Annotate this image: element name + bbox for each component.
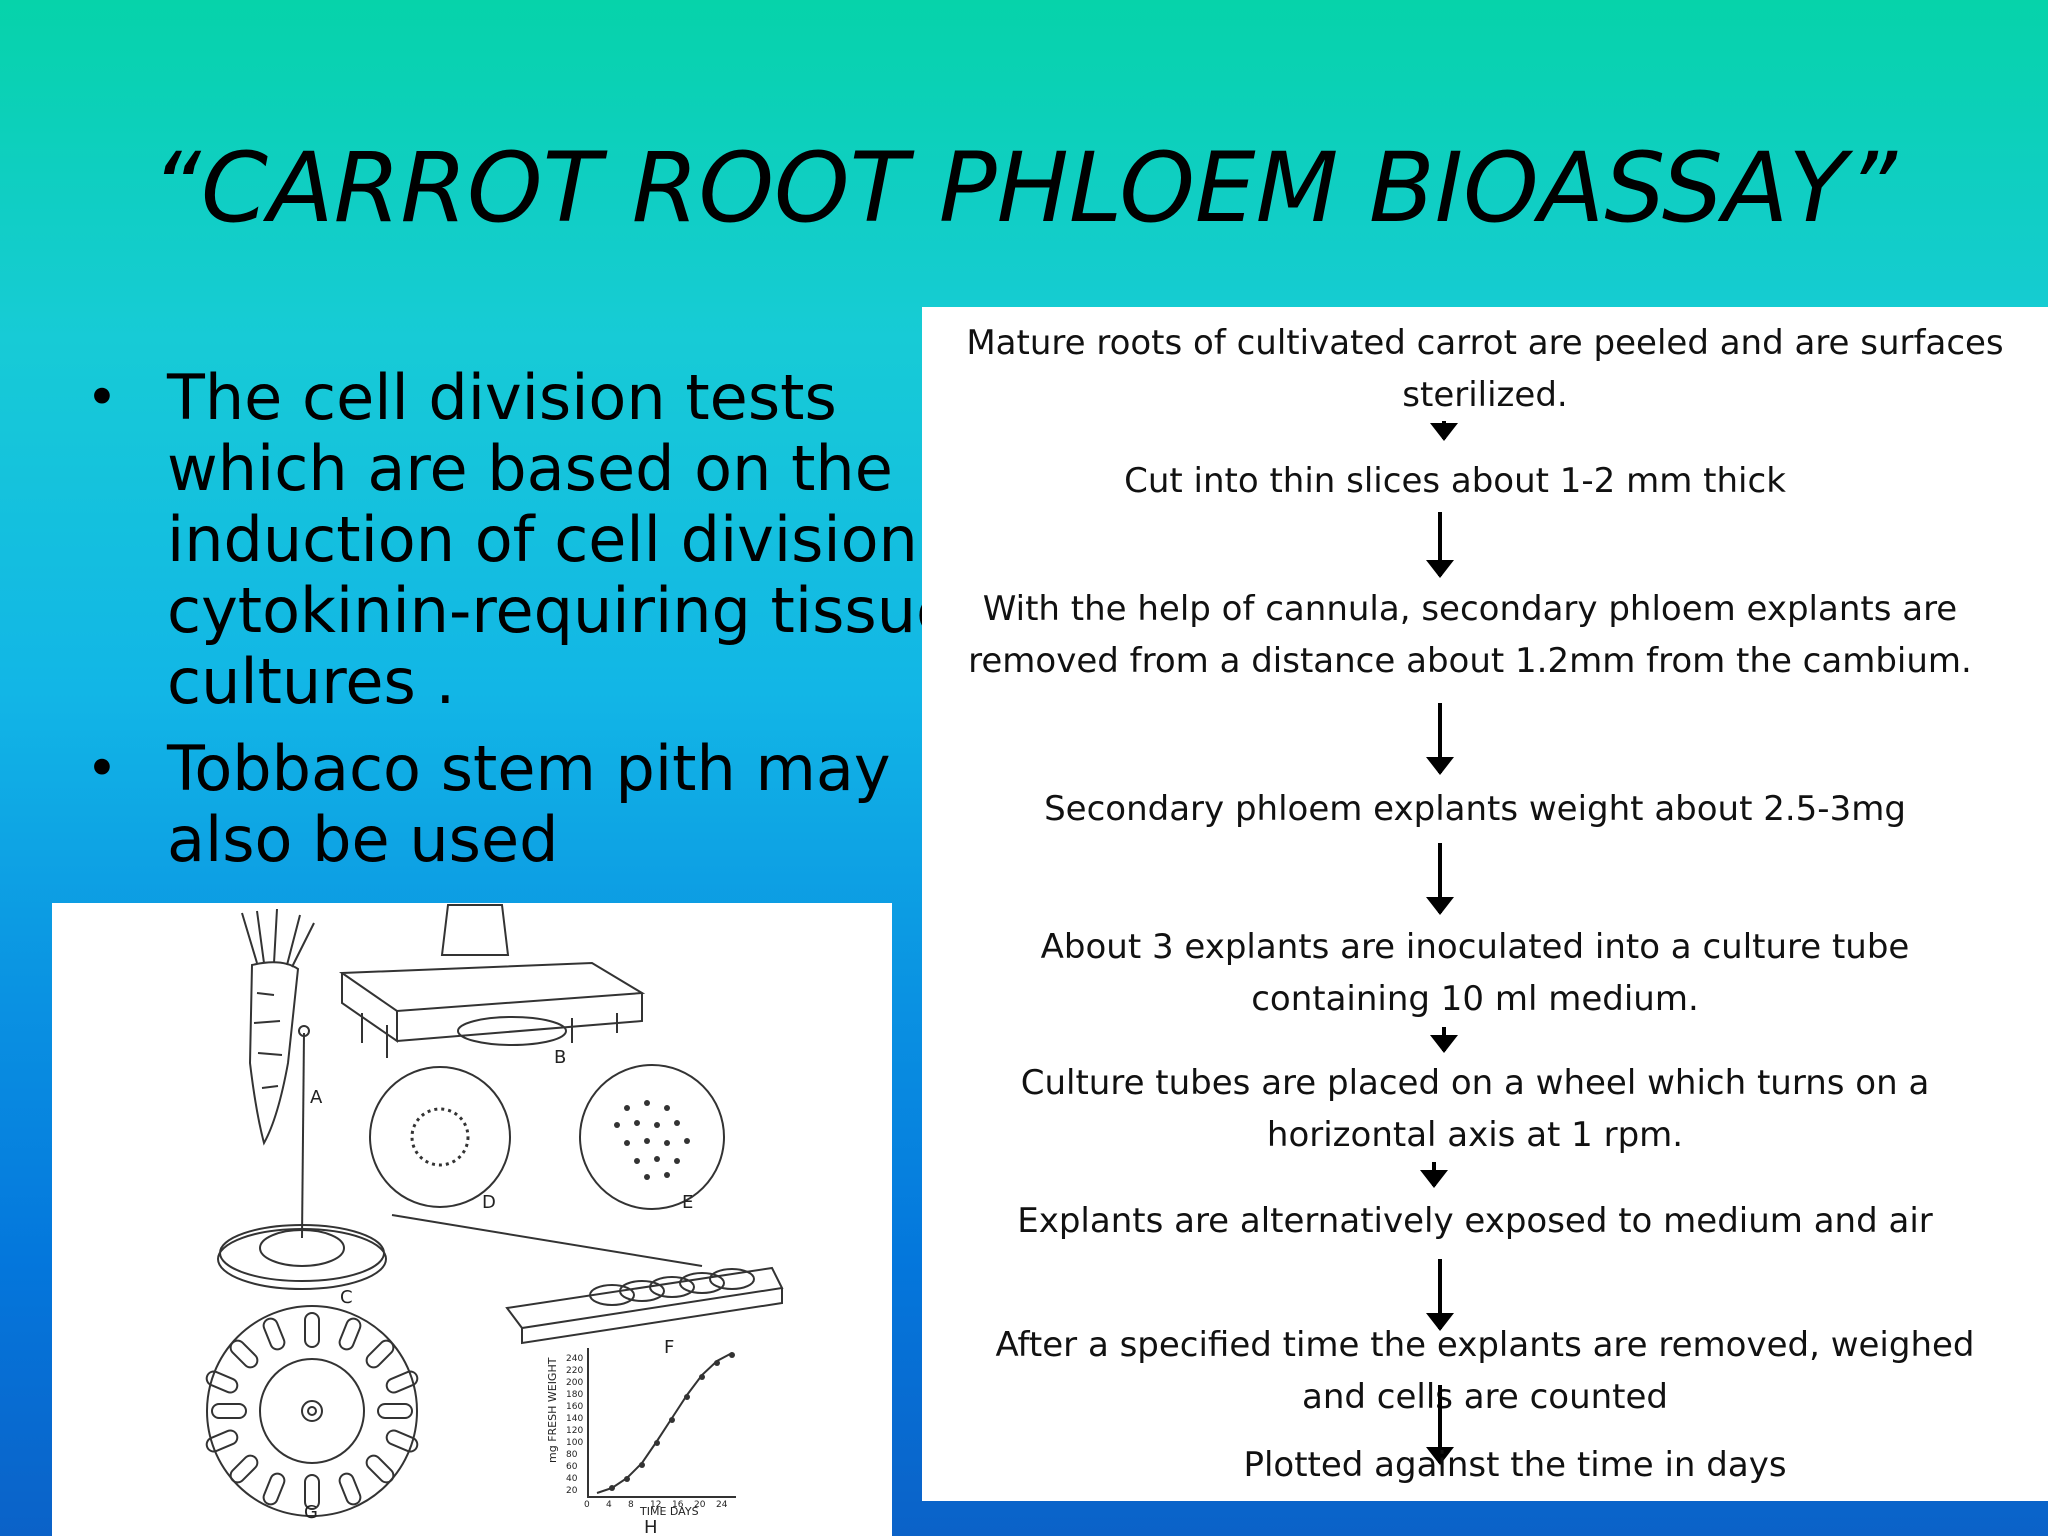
- tube-rack: [505, 1266, 784, 1330]
- graph-y-tick: 60: [566, 1462, 578, 1472]
- graph-x-tick: 4: [606, 1500, 612, 1510]
- label-a: A: [310, 1087, 323, 1108]
- graph-x-tick: 8: [628, 1500, 634, 1510]
- bullet-dot-icon: •: [86, 737, 118, 800]
- wheel-tubes: [205, 1312, 419, 1510]
- graph-y-tick: 140: [566, 1414, 583, 1424]
- graph-y-tick: 100: [566, 1438, 583, 1448]
- label-c: C: [340, 1287, 353, 1308]
- growth-points: [609, 1352, 735, 1491]
- graph-y-tick: 240: [566, 1354, 583, 1364]
- graph-x-tick: 0: [584, 1500, 590, 1510]
- down-arrow-icon: [1426, 512, 1454, 578]
- slicer-top: [338, 961, 646, 1013]
- carrot-leaves: [241, 908, 315, 968]
- down-arrow-icon: [1426, 1385, 1454, 1465]
- down-arrow-icon: [1426, 843, 1454, 915]
- graph-y-tick: 80: [566, 1450, 578, 1460]
- slide-title: “CARROT ROOT PHLOEM BIOASSAY”: [151, 132, 1897, 244]
- growth-graph-axes: [587, 1348, 736, 1498]
- graph-x-tick: 20: [694, 1500, 706, 1510]
- graph-x-tick: 12: [650, 1500, 661, 1510]
- flow-step-9: Plotted against the time in days: [1243, 1445, 1787, 1485]
- flow-step-4: Secondary phloem explants weight about 2…: [1044, 789, 1906, 829]
- label-d: D: [482, 1192, 496, 1213]
- culture-wheel: [206, 1305, 418, 1517]
- flow-step-6: Culture tubes are placed on a wheel whic…: [1020, 1063, 1930, 1155]
- graph-x-ticks: 0 4 8 12 16 20 24: [584, 1500, 728, 1510]
- flow-step-7: Explants are alternatively exposed to me…: [1017, 1201, 1933, 1241]
- flowchart-panel: Mature roots of cultivated carrot are pe…: [922, 307, 2048, 1501]
- down-arrow-icon: [1430, 421, 1458, 441]
- down-arrow-icon: [1426, 703, 1454, 775]
- bullet-text: The cell division tests which are based …: [167, 361, 955, 718]
- graph-x-axis-label: TIME DAYS: [639, 1505, 699, 1518]
- bioassay-diagram: A B C D E F G H mg FRESH WEIGHT TIME DAY…: [205, 904, 784, 1536]
- down-arrow-icon: [1420, 1162, 1448, 1188]
- flow-step-1: Mature roots of cultivated carrot are pe…: [966, 323, 2004, 415]
- bullet-item: • Tobbaco stem pith may also be used: [80, 733, 980, 875]
- slicer-cylinder: [440, 904, 510, 956]
- cannula: [301, 1032, 305, 1239]
- flow-step-2: Cut into thin slices about 1-2 mm thick: [1124, 461, 1786, 501]
- graph-y-tick: 200: [566, 1378, 583, 1388]
- disc-e: [579, 1064, 725, 1210]
- graph-y-tick: 20: [566, 1486, 578, 1496]
- explant-dots: [614, 1100, 690, 1180]
- graph-x-tick: 24: [716, 1500, 728, 1510]
- graph-y-axis-label: mg FRESH WEIGHT: [546, 1357, 559, 1463]
- label-b: B: [554, 1047, 566, 1068]
- disc-d: [369, 1066, 511, 1208]
- graph-y-ticks: 20 40 60 80 100 120 140 160 180 200 220 240: [566, 1354, 583, 1496]
- rack-rod: [391, 1214, 703, 1267]
- graph-y-tick: 120: [566, 1426, 583, 1436]
- graph-y-tick: 180: [566, 1390, 583, 1400]
- bullet-dot-icon: •: [86, 366, 118, 429]
- graph-y-tick: 220: [566, 1366, 583, 1376]
- down-arrow-icon: [1426, 1259, 1454, 1331]
- carrot-root: [248, 961, 300, 1146]
- bullet-item: • The cell division tests which are base…: [80, 362, 980, 717]
- graph-y-tick: 40: [566, 1474, 578, 1484]
- flow-step-8: After a specified time the explants are …: [995, 1325, 1975, 1417]
- down-arrow-icon: [1430, 1027, 1458, 1053]
- bullet-list: • The cell division tests which are base…: [80, 362, 980, 891]
- bullet-text: Tobbaco stem pith may also be used: [167, 732, 891, 876]
- bioassay-illustration: A B C D E F G H mg FRESH WEIGHT TIME DAY…: [52, 903, 892, 1536]
- label-g: G: [304, 1502, 318, 1523]
- label-e: E: [682, 1192, 693, 1213]
- flow-step-5: About 3 explants are inoculated into a c…: [1040, 927, 1910, 1019]
- growth-curve: [596, 1352, 733, 1494]
- graph-y-tick: 160: [566, 1402, 583, 1412]
- flow-step-3: With the help of cannula, secondary phlo…: [968, 589, 1972, 681]
- graph-x-tick: 16: [672, 1500, 684, 1510]
- label-f: F: [664, 1337, 674, 1358]
- label-h: H: [644, 1517, 658, 1536]
